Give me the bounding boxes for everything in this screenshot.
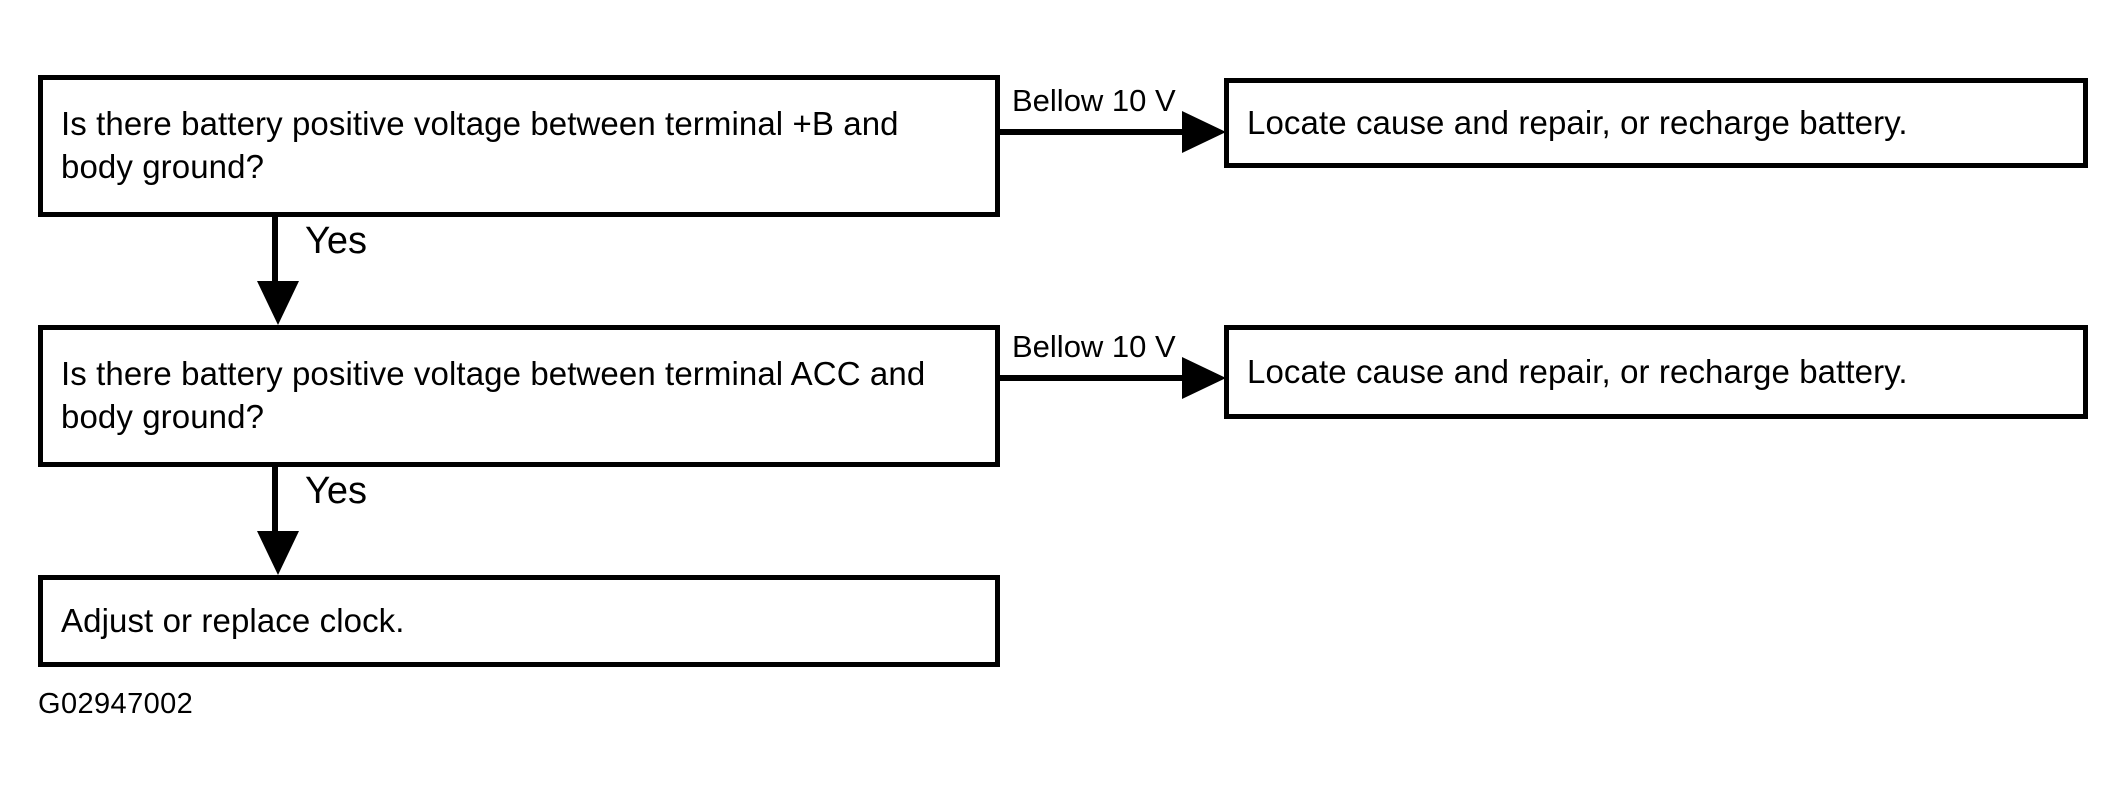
flowchart-node-action-battery-2-label: Locate cause and repair, or recharge bat… [1247, 352, 1908, 390]
connector-line-q1-r1 [1000, 129, 1190, 135]
arrow-down-icon-q2-q3 [257, 531, 299, 575]
edge-label-yes-2: Yes [305, 470, 367, 512]
arrow-right-icon-q2-r2 [1182, 357, 1226, 399]
flowchart-node-question-2-label: Is there battery positive voltage betwee… [61, 355, 926, 435]
flowchart-node-action-battery-1-label: Locate cause and repair, or recharge bat… [1247, 103, 1908, 141]
arrow-right-icon-q1-r1 [1182, 111, 1226, 153]
flowchart-node-action-clock: Adjust or replace clock. [38, 575, 1000, 667]
connector-line-q2-r2 [1000, 375, 1190, 381]
flowchart-node-question-2: Is there battery positive voltage betwee… [38, 325, 1000, 467]
flowchart-node-action-battery-1: Locate cause and repair, or recharge bat… [1224, 78, 2088, 168]
edge-label-yes-1: Yes [305, 220, 367, 262]
flowchart-node-action-clock-label: Adjust or replace clock. [61, 601, 405, 639]
flowchart-node-action-battery-2: Locate cause and repair, or recharge bat… [1224, 325, 2088, 419]
flowchart-node-question-1-label: Is there battery positive voltage betwee… [61, 105, 899, 185]
arrow-down-icon-q1-q2 [257, 281, 299, 325]
connector-line-q2-q3 [272, 467, 278, 537]
edge-label-bellow-10v-2: Bellow 10 V [1012, 329, 1176, 364]
connector-line-q1-q2 [272, 217, 278, 287]
flowchart-node-question-1: Is there battery positive voltage betwee… [38, 75, 1000, 217]
edge-label-bellow-10v-1: Bellow 10 V [1012, 83, 1176, 118]
figure-caption: G02947002 [38, 688, 194, 720]
